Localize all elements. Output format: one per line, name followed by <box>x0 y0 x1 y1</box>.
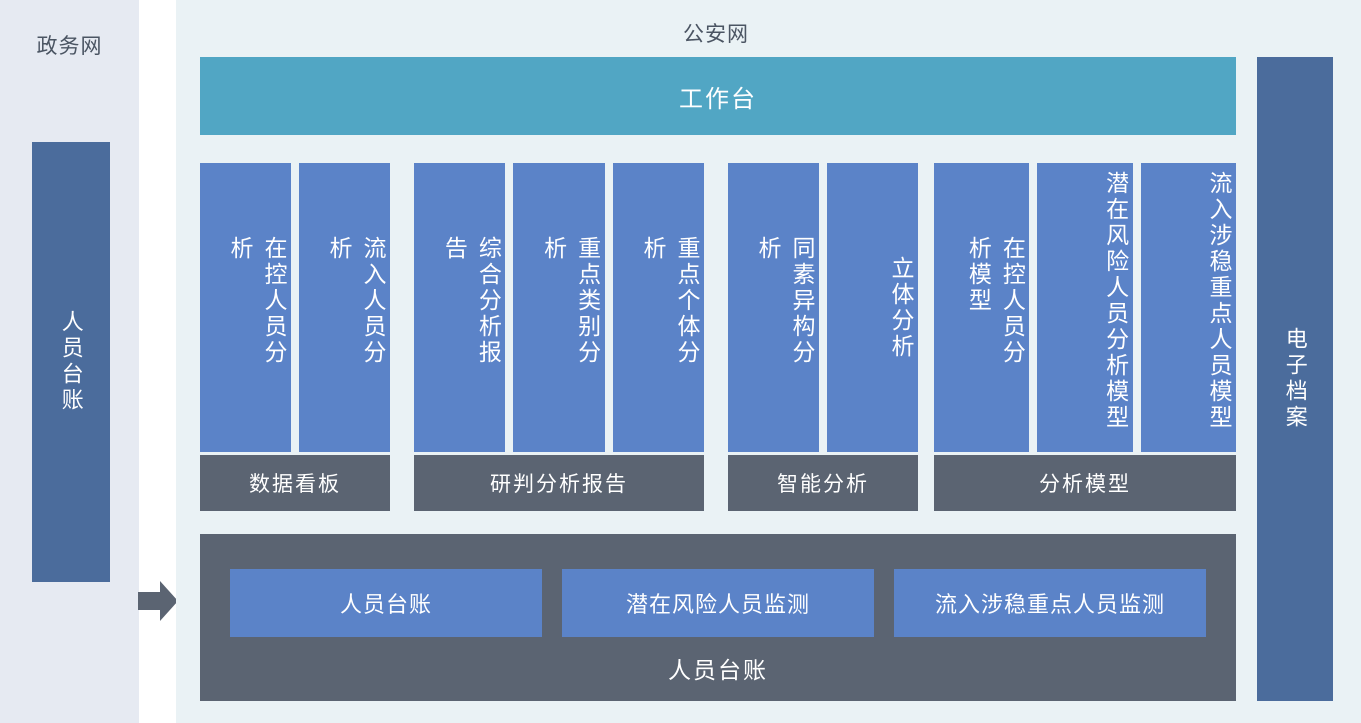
personnel-ledger-card-label: 人员台账 <box>339 592 432 617</box>
capability-card[interactable]: 立体分析 <box>827 163 918 452</box>
capability-group-footer-label: 数据看板 <box>249 473 341 496</box>
capability-card[interactable]: 流入涉稳重点人员模型 <box>1140 163 1236 452</box>
capability-card-label: 重点类别分析 <box>540 235 601 366</box>
capability-card-label: 立体分析 <box>888 255 914 360</box>
capability-card[interactable]: 重点个体分析 <box>612 163 704 452</box>
personnel-ledger-card[interactable]: 人员台账 <box>230 569 542 637</box>
capability-group-columns: 在控人员分析模型 潜在风险人员分析模型 流入涉稳重点人员模型 <box>934 163 1236 452</box>
capability-card-label: 在控人员分析 <box>227 235 287 366</box>
capability-card-label: 在控人员分析模型 <box>965 235 1026 366</box>
government-network-title: 政务网 <box>36 35 103 58</box>
capability-card-label: 重点个体分析 <box>639 235 700 366</box>
personnel-ledger-panel-footer: 人员台账 <box>668 657 768 683</box>
personnel-ledger-cards: 人员台账 潜在风险人员监测 流入涉稳重点人员监测 <box>230 569 1206 637</box>
capability-card-label: 同素异构分析 <box>755 235 815 366</box>
personnel-ledger-card-label: 流入涉稳重点人员监测 <box>934 592 1165 617</box>
capability-group-footer-label: 研判分析报告 <box>490 473 628 496</box>
capability-group-footer[interactable]: 数据看板 <box>200 455 390 511</box>
capability-group-columns: 同素异构分析 立体分析 <box>728 163 918 452</box>
electronic-archive-label: 电子档案 <box>1282 327 1308 431</box>
capability-card[interactable]: 综合分析报告 <box>414 163 506 452</box>
capability-card-label: 流入人员分析 <box>326 235 386 366</box>
personnel-ledger-source-label: 人员台账 <box>58 310 84 414</box>
capability-group-footer[interactable]: 分析模型 <box>934 455 1236 511</box>
capability-group-footer-label: 分析模型 <box>1039 473 1131 496</box>
right-arrow-icon <box>138 580 178 622</box>
capability-card-label: 综合分析报告 <box>441 235 502 366</box>
capability-group-columns: 在控人员分析流入人员分析 <box>200 163 390 452</box>
workbench-label: 工作台 <box>679 85 757 113</box>
capability-card[interactable]: 在控人员分析 <box>200 163 291 452</box>
capability-group-columns: 综合分析报告重点类别分析重点个体分析 <box>414 163 704 452</box>
police-network-title: 公安网 <box>683 23 749 46</box>
capability-group-footer-label: 智能分析 <box>777 473 869 496</box>
personnel-ledger-panel: 人员台账 潜在风险人员监测 流入涉稳重点人员监测 人员台账 <box>200 534 1236 701</box>
capability-card[interactable]: 流入人员分析 <box>299 163 390 452</box>
capability-group: 综合分析报告重点类别分析重点个体分析研判分析报告 <box>414 163 704 511</box>
capability-card[interactable]: 重点类别分析 <box>513 163 605 452</box>
capability-group: 在控人员分析模型 潜在风险人员分析模型 流入涉稳重点人员模型分析模型 <box>934 163 1236 511</box>
police-network-zone: 公安网 工作台 在控人员分析流入人员分析数据看板综合分析报告重点类别分析重点个体… <box>176 0 1361 723</box>
capability-group-footer[interactable]: 智能分析 <box>728 455 918 511</box>
personnel-ledger-source-bar[interactable]: 人员台账 <box>32 142 110 582</box>
capability-card-label: 流入涉稳重点人员模型 <box>1205 171 1232 431</box>
personnel-ledger-card-label: 潜在风险人员监测 <box>625 592 810 617</box>
groups-row: 在控人员分析流入人员分析数据看板综合分析报告重点类别分析重点个体分析研判分析报告… <box>200 163 1236 511</box>
capability-group: 在控人员分析流入人员分析数据看板 <box>200 163 390 511</box>
government-network-zone: 政务网 人员台账 <box>0 0 139 723</box>
capability-card[interactable]: 同素异构分析 <box>728 163 819 452</box>
capability-card[interactable]: 在控人员分析模型 <box>934 163 1030 452</box>
capability-card-label: 潜在风险人员分析模型 <box>1102 171 1129 431</box>
workbench-bar[interactable]: 工作台 <box>200 57 1236 135</box>
personnel-ledger-card[interactable]: 流入涉稳重点人员监测 <box>894 569 1206 637</box>
capability-group-footer[interactable]: 研判分析报告 <box>414 455 704 511</box>
capability-group: 同素异构分析 立体分析智能分析 <box>728 163 918 511</box>
personnel-ledger-card[interactable]: 潜在风险人员监测 <box>562 569 874 637</box>
electronic-archive-bar[interactable]: 电子档案 <box>1257 57 1333 701</box>
capability-card[interactable]: 潜在风险人员分析模型 <box>1037 163 1133 452</box>
